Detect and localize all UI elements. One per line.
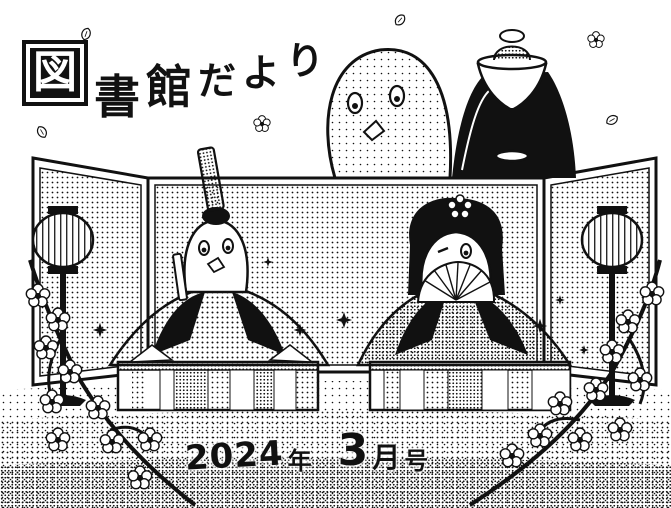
- dais-right: [368, 360, 572, 412]
- issue-year: 2024: [184, 433, 285, 479]
- title-char: よ: [242, 51, 281, 95]
- newsletter-title: 図 書 館 だ よ り: [22, 39, 325, 120]
- issue-month-suffix: 月: [372, 441, 401, 474]
- issue-suffix: 号: [404, 447, 429, 475]
- emperor-doll: [107, 146, 331, 367]
- issue-date: 2024 年 3 月 号: [184, 425, 429, 479]
- title-char: だ: [198, 59, 237, 103]
- issue-year-suffix: 年: [287, 447, 312, 475]
- lantern-icon-right: [580, 206, 644, 406]
- peach-branch-right: [468, 259, 665, 507]
- title-char: り: [286, 39, 325, 83]
- empress-doll: [356, 194, 573, 367]
- ghost-figure: [326, 48, 453, 180]
- peach-branch-left: [25, 259, 197, 507]
- dark-figure: [452, 29, 576, 178]
- dais-left: [116, 360, 320, 412]
- title-char-boxed: 図: [22, 40, 88, 106]
- title-char: 館: [146, 60, 192, 114]
- issue-month: 3: [337, 425, 369, 476]
- title-char: 書: [94, 70, 140, 124]
